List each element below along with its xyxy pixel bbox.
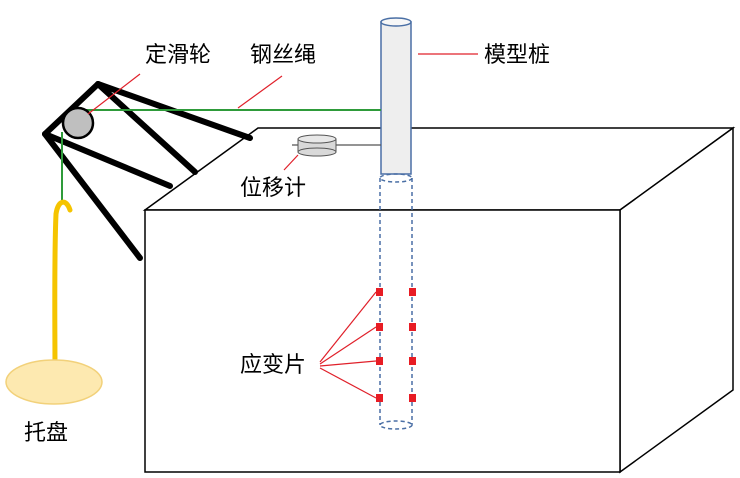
strain-leader [319, 291, 377, 363]
strain-gauge-mark [409, 394, 416, 402]
strain-gauge-mark [409, 323, 416, 331]
strain-gauge-mark [376, 357, 383, 365]
wire-rope [61, 109, 381, 200]
pulley-leader [87, 73, 141, 115]
pulley-wheel [61, 106, 95, 140]
strain-gauge-mark [409, 288, 416, 296]
strain-gauge-mark [376, 288, 383, 296]
strain-leader [319, 326, 377, 365]
label-pulley: 定滑轮 [145, 43, 211, 68]
label-displacement-gauge: 位移计 [240, 176, 306, 201]
label-tray: 托盘 [24, 421, 68, 446]
leader-lines [87, 53, 478, 399]
label-strain-gauge: 应变片 [240, 353, 306, 378]
gauge-leader [283, 154, 299, 171]
label-model-pile: 模型桩 [484, 43, 550, 68]
buried-pile [379, 173, 413, 430]
model-pile [380, 21, 412, 175]
hanging-rope [52, 199, 73, 381]
strain-leader [319, 367, 377, 399]
label-wire-rope: 钢丝绳 [250, 43, 316, 68]
wire-rope-leader [237, 75, 283, 109]
soil-box [142, 126, 736, 474]
strain-leader [319, 360, 377, 367]
pulley-frame [42, 81, 253, 261]
tray [5, 359, 103, 405]
strain-gauge-mark [376, 323, 383, 331]
strain-gauge-mark [376, 394, 383, 402]
strain-gauges [376, 288, 416, 402]
soil-box-front [144, 209, 621, 473]
displacement-gauge [292, 134, 381, 157]
strain-gauge-mark [409, 357, 416, 365]
model-pile-top [380, 17, 412, 27]
